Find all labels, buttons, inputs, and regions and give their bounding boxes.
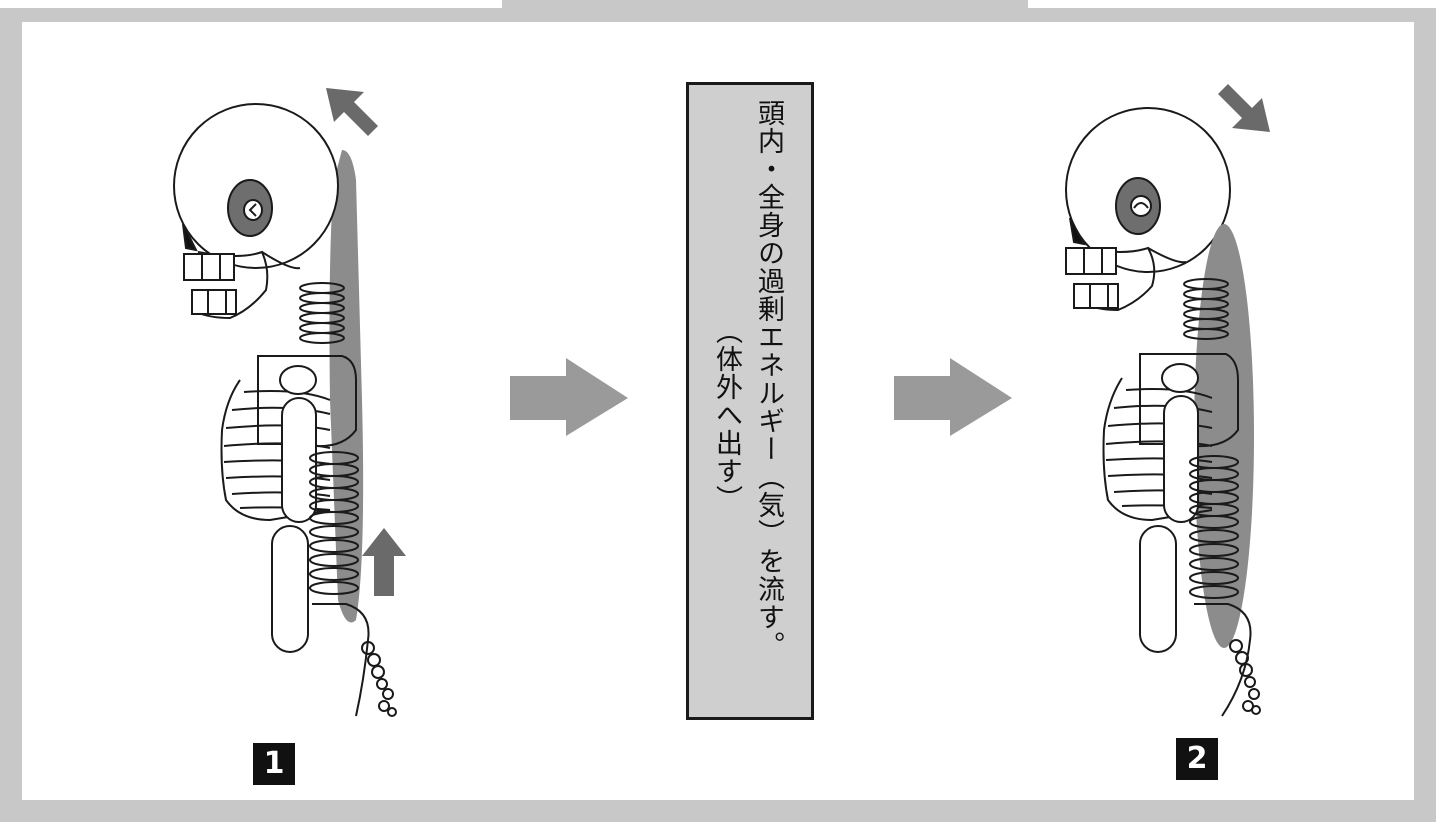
forearm-1 bbox=[272, 526, 308, 652]
panel-text-line-1: 頭内・全身の過剰エネルギー（気）を流す。 bbox=[755, 99, 782, 659]
panel-text-line-2: （体外へ出す） bbox=[713, 317, 740, 513]
energy-flow-text-panel: 頭内・全身の過剰エネルギー（気）を流す。 （体外へ出す） bbox=[686, 82, 814, 720]
step-badge-2: 2 bbox=[1176, 738, 1218, 780]
step-badge-1: 1 bbox=[253, 743, 295, 785]
forearm-2 bbox=[1140, 526, 1176, 652]
